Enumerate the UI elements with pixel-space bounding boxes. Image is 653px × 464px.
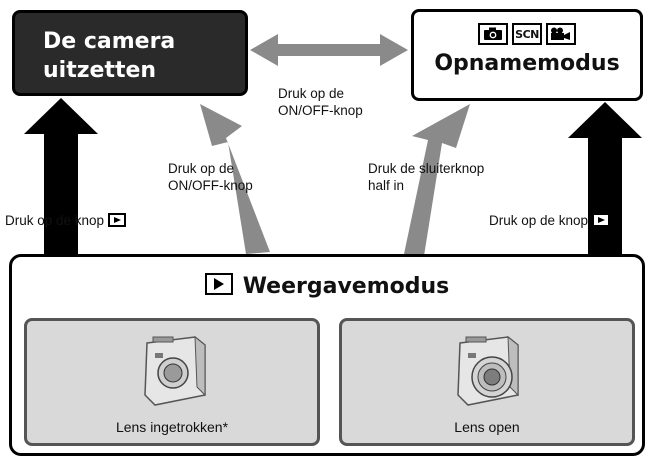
label-top-center: Druk op de ON/OFF-knop (278, 85, 363, 119)
label-mid-right-line1: Druk de sluiterknop (368, 161, 485, 176)
camera-off-box: De camera uitzetten (12, 10, 248, 96)
label-left-side-text: Druk op de knop (5, 213, 105, 228)
camera-open-image (457, 335, 519, 406)
play-icon (592, 213, 611, 227)
arrow-off-shoot (250, 34, 408, 66)
label-mid-left-line2: ON/OFF-knop (168, 178, 253, 193)
play-icon (108, 213, 127, 227)
arrow-left-black (24, 98, 98, 318)
label-top-center-line1: Druk op de (278, 86, 345, 101)
camera-off-line1: De camera (43, 29, 176, 54)
arrow-play-to-off (200, 104, 270, 254)
scn-icon: SCN (512, 23, 542, 45)
lens-retracted-box: Lens ingetrokken* (24, 318, 320, 446)
label-top-center-line2: ON/OFF-knop (278, 103, 363, 118)
label-mid-right-line2: half in (368, 178, 405, 193)
label-right-side: Druk op de knop (489, 212, 611, 229)
playback-heading: Weergavemodus (12, 273, 642, 299)
arrow-right-black (568, 102, 642, 318)
lens-retracted-label: Lens ingetrokken* (115, 419, 229, 435)
lens-open-label: Lens open (454, 419, 520, 435)
label-mid-left-line1: Druk op de (168, 161, 235, 176)
shooting-mode-box: SCN Opnamemodus (411, 9, 643, 101)
arrow-play-to-shoot (404, 104, 470, 256)
movie-icon (546, 23, 576, 45)
play-icon (204, 273, 233, 295)
playback-mode-box: Weergavemodus Lens ingetrokken* Lens ope… (9, 254, 645, 456)
label-mid-left: Druk op de ON/OFF-knop (168, 160, 253, 194)
camera-off-line2: uitzetten (43, 58, 157, 83)
label-right-side-text: Druk op de knop (489, 213, 589, 228)
camera-retracted-image (144, 335, 206, 406)
lens-open-box: Lens open (339, 318, 635, 446)
label-left-side: Druk op de knop (5, 212, 127, 229)
camera-icon (478, 23, 508, 45)
shooting-mode-title: Opnamemodus (434, 51, 620, 76)
label-mid-right: Druk de sluiterknop half in (368, 160, 484, 194)
playback-title: Weergavemodus (242, 274, 450, 299)
mode-icons: SCN (414, 23, 640, 45)
